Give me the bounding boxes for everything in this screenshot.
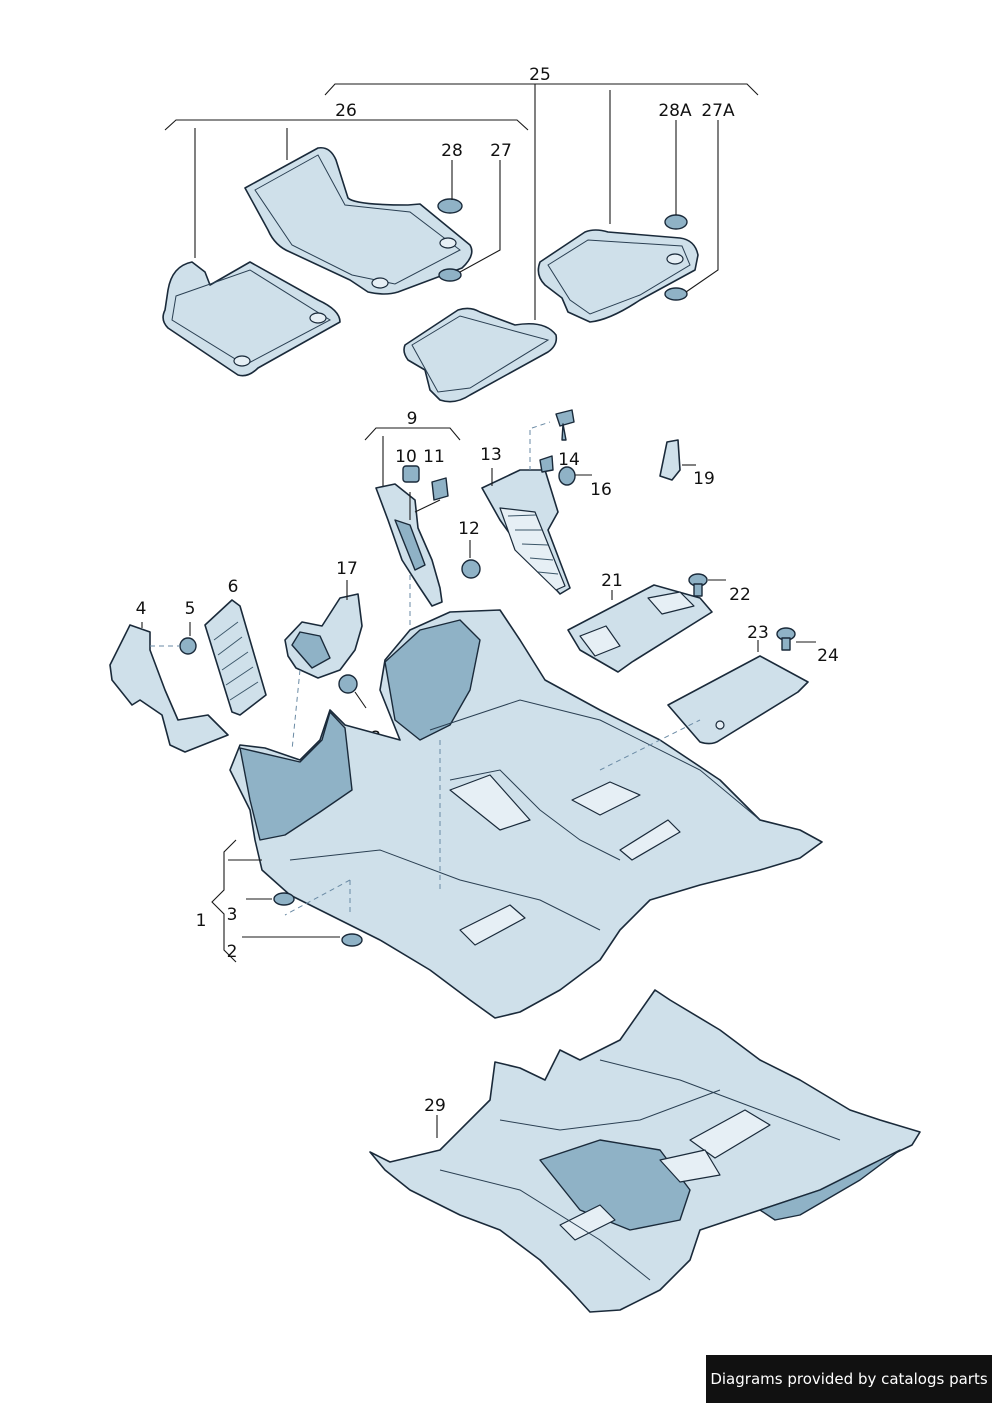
cover-21-vent-a [579,625,621,657]
carpet-29-crease-3 [499,1089,721,1131]
carpet-patch-1 [449,774,531,831]
callout-5: 5 [185,599,196,619]
carpet-29-vent-3 [559,1204,616,1241]
clip-11 [431,477,449,501]
callout-10: 10 [395,447,417,467]
cover-6-ribs [213,621,259,701]
clip-27a [664,287,688,301]
callout-13: 13 [480,445,502,465]
clip-2 [341,933,363,947]
grommet-16 [558,466,576,486]
carpet-29-crease-2 [599,1059,841,1141]
callout-12: 12 [458,519,480,539]
carpet-patch-2 [571,781,641,816]
callout-26: 26 [335,101,357,121]
nut-12 [461,559,481,579]
panel-23 [667,655,809,745]
callout-2: 2 [227,942,238,962]
callout-24: 24 [817,646,839,666]
floor-carpet-1: 1 3 2 [196,609,823,1019]
leader-11 [414,499,441,513]
callout-28: 28 [441,141,463,161]
cover-21-vent-b [647,591,695,615]
mat-hole-fl [439,237,457,249]
bracket-17-shade [291,631,331,669]
callout-25: 25 [529,65,551,85]
carpet-29-vent-2 [659,1149,721,1183]
screw-axis [531,421,551,429]
callout-3: 3 [227,905,238,925]
bracket-9 [364,427,461,441]
cover-6 [204,599,267,716]
bracket-1 [211,839,237,963]
callout-6: 6 [228,577,239,597]
carpet-tunnel-shade [384,619,481,741]
rear-left-floor-mat [162,261,341,377]
callout-1: 1 [196,911,207,931]
clip-24-stem [781,637,791,651]
axis-17 [291,669,301,751]
clip-10 [402,465,420,483]
carpet-crease-3 [449,769,621,861]
callout-23: 23 [747,623,769,643]
nut-18 [338,674,358,694]
cover-13-pad [499,507,566,591]
panel-23-hole [715,720,725,730]
carpet-crease-2 [289,849,601,931]
front-left-floor-mat [244,146,473,295]
carpet-29-right-wall [759,1149,901,1221]
bracket-17 [284,593,363,679]
floor-carpet-29: 29 [369,989,921,1313]
callout-27a: 27A [701,101,735,121]
carpet-body [229,609,823,1019]
axis-3 [284,879,351,916]
callout-27: 27 [490,141,512,161]
clip-22-stem [693,583,703,597]
clip-28 [437,198,463,214]
callout-17: 17 [336,559,358,579]
bracket-26 [164,119,529,131]
leader-27a [685,120,719,293]
leader-27 [459,160,501,273]
clip-19 [659,439,681,481]
callout-9: 9 [407,409,418,429]
carpet-vent-2 [619,819,681,861]
credit-banner: Diagrams provided by catalogs parts [706,1355,992,1403]
cover-13-ribs [507,514,559,575]
callout-19: 19 [693,469,715,489]
bracket-25 [324,83,759,96]
rear-right-floor-mat [403,307,558,403]
mat-hole-rl-2 [233,355,251,367]
clip-14 [539,455,554,473]
callout-11: 11 [423,447,445,467]
front-right-floor-mat [537,229,699,323]
callout-4: 4 [136,599,147,619]
bracket-4 [109,624,229,753]
heel-pad-9-shade [394,519,426,571]
callout-14: 14 [558,450,580,470]
carpet-vent-1 [459,904,526,946]
cover-21 [567,584,713,673]
axis-23 [599,719,701,771]
floor-mat-set: 25 26 28 27 28A 27A [162,65,759,403]
clip-28a [664,214,688,230]
callout-22: 22 [729,585,751,605]
mat-hole-fr [666,253,684,265]
callout-16: 16 [590,480,612,500]
nut-5 [179,637,197,655]
carpet-crease-1 [429,699,761,821]
mat-hole-rl [309,312,327,324]
clip-3 [273,892,295,906]
callout-21: 21 [601,571,623,591]
clip-27 [438,268,462,282]
callout-29: 29 [424,1096,446,1116]
screw [555,409,575,441]
carpet-29-crease-1 [439,1169,651,1281]
callout-28a: 28A [658,101,692,121]
mat-hole-fl-2 [371,277,389,289]
leader-18 [354,691,367,709]
carpet-left-wall [239,711,353,841]
